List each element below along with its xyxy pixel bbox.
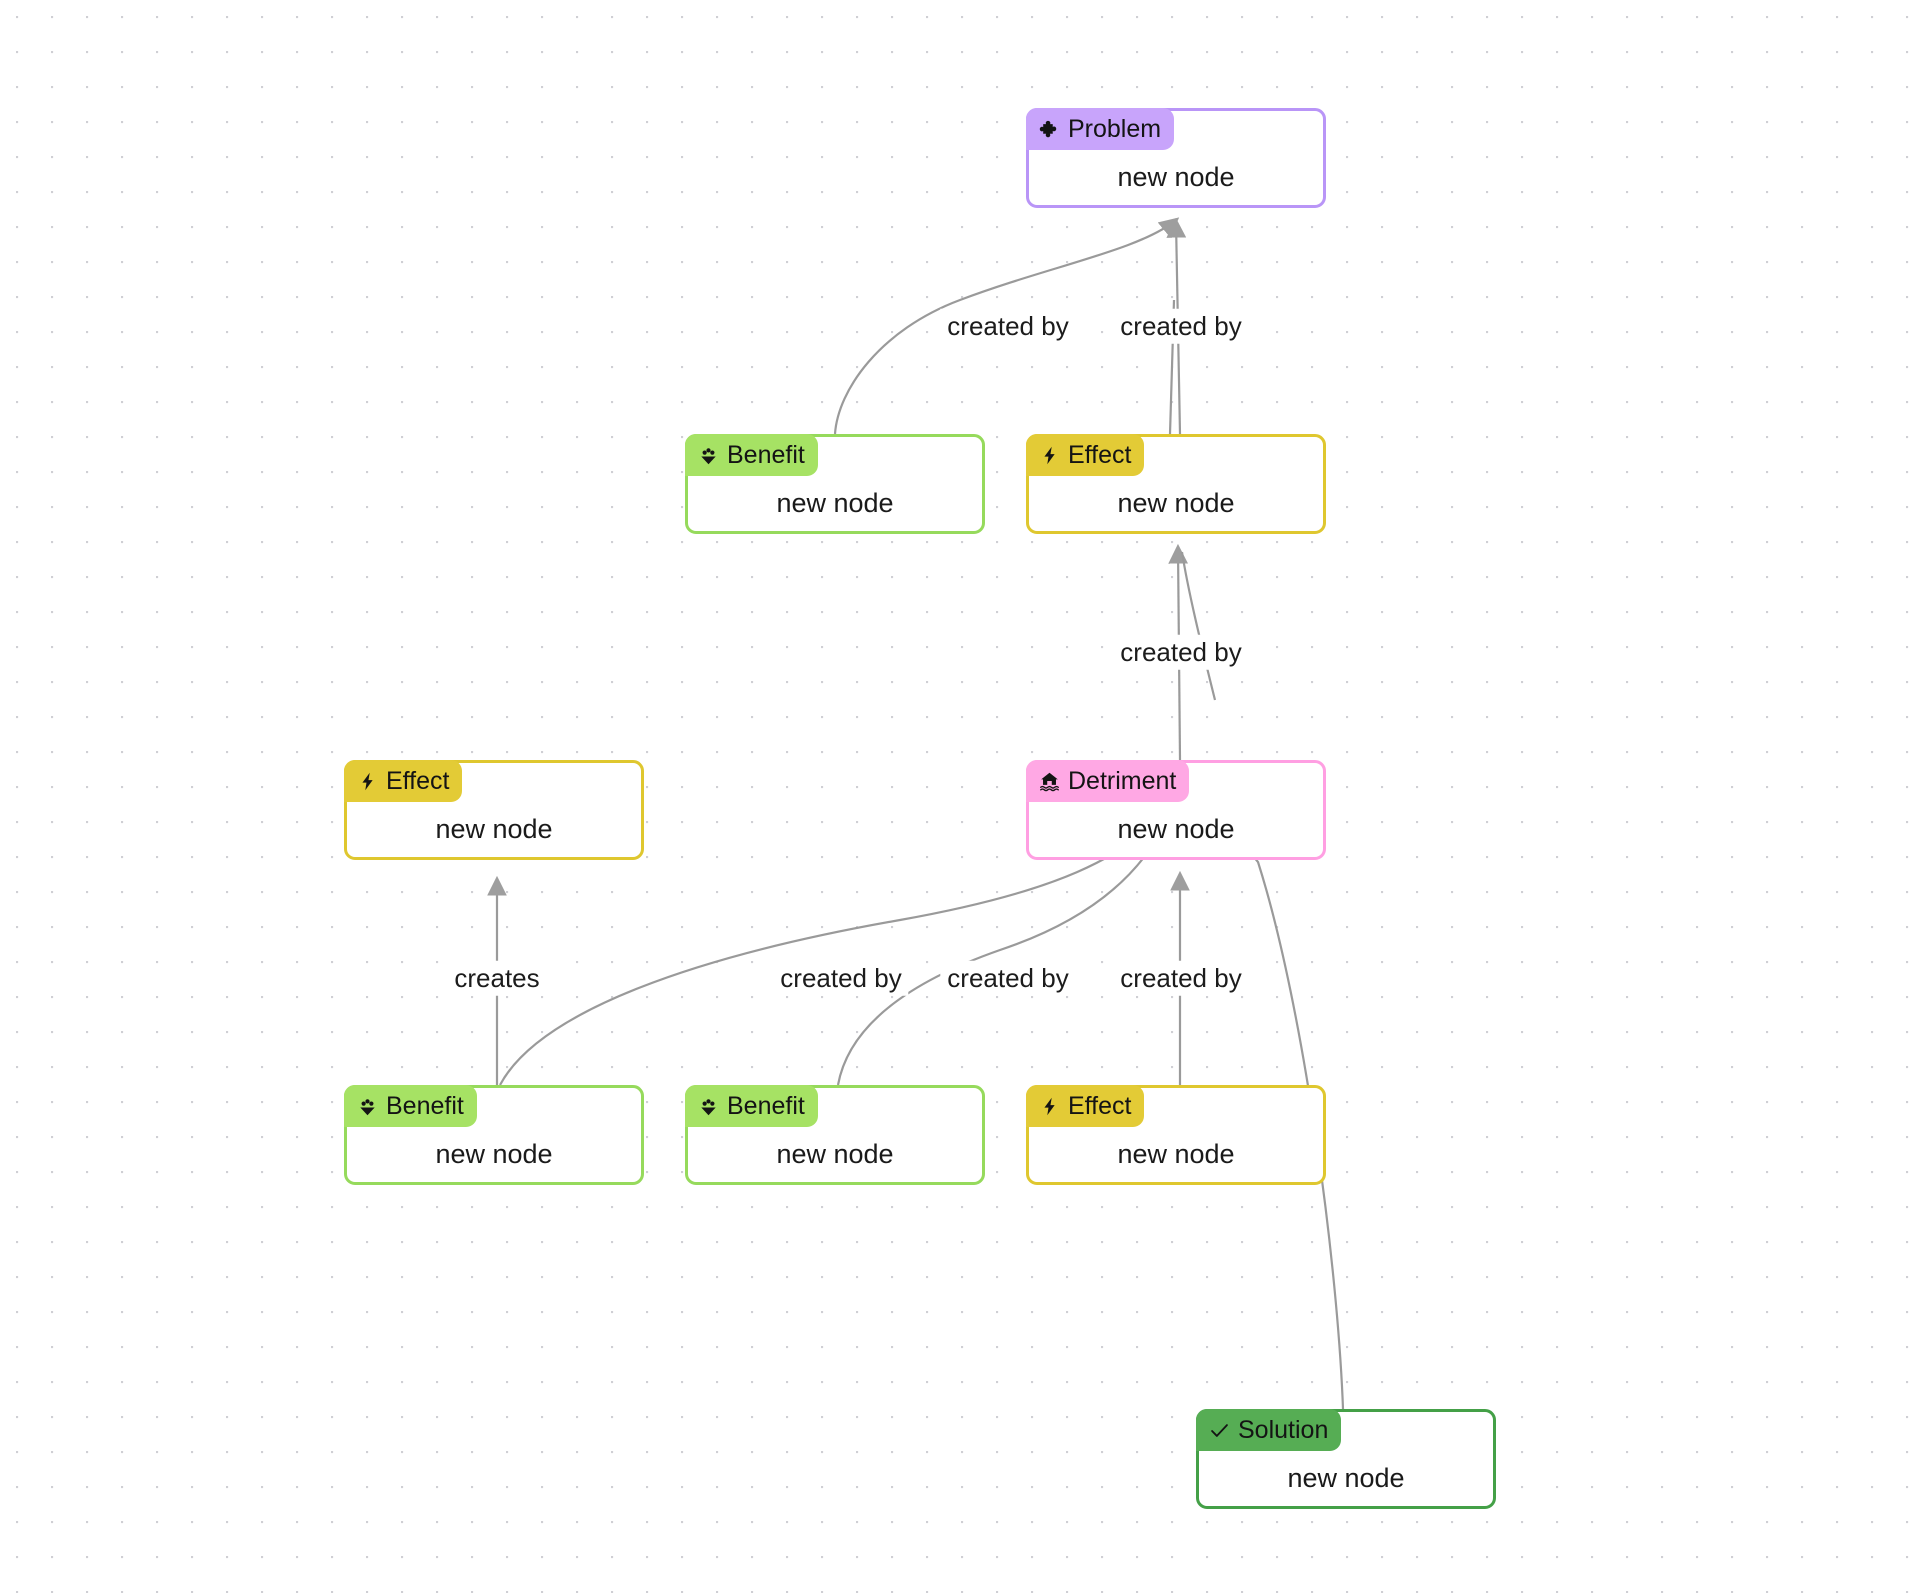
node-title[interactable]: new node (435, 813, 553, 844)
node-title[interactable]: new node (1117, 487, 1235, 518)
house-flood-icon (1038, 770, 1060, 792)
node-benefit-3[interactable]: Benefit new node (685, 1085, 985, 1185)
node-title[interactable]: new node (1117, 1138, 1235, 1169)
node-type-badge[interactable]: Benefit (685, 1085, 818, 1127)
node-type-label: Benefit (727, 1091, 805, 1120)
lightning-bolt-icon (1038, 1095, 1060, 1117)
node-type-badge[interactable]: Effect (1026, 1085, 1145, 1127)
node-detriment-1[interactable]: Detriment new node (1026, 760, 1326, 860)
flower-icon (356, 1095, 378, 1117)
node-title[interactable]: new node (1287, 1462, 1405, 1493)
node-type-label: Benefit (386, 1091, 464, 1120)
node-title[interactable]: new node (435, 1138, 553, 1169)
edge-label-e6[interactable]: created by (940, 960, 1076, 996)
node-problem-1[interactable]: Problem new node (1026, 108, 1326, 208)
check-icon (1208, 1419, 1230, 1441)
node-type-label: Effect (1068, 1091, 1132, 1120)
node-title[interactable]: new node (776, 487, 894, 518)
node-type-badge[interactable]: Benefit (344, 1085, 477, 1127)
node-title[interactable]: new node (1117, 161, 1235, 192)
flower-icon (697, 444, 719, 466)
puzzle-piece-icon (1038, 118, 1060, 140)
node-effect-2[interactable]: Effect new node (344, 760, 644, 860)
node-effect-1[interactable]: Effect new node (1026, 434, 1326, 534)
flower-icon (697, 1095, 719, 1117)
node-solution-1[interactable]: Solution new node (1196, 1409, 1496, 1509)
node-type-badge[interactable]: Effect (1026, 434, 1145, 476)
lightning-bolt-icon (356, 770, 378, 792)
node-type-badge[interactable]: Benefit (685, 434, 818, 476)
node-type-label: Effect (386, 766, 450, 795)
node-benefit-2[interactable]: Benefit new node (344, 1085, 644, 1185)
node-type-badge[interactable]: Effect (344, 760, 463, 802)
edge-detriment1-effect1-b (1180, 551, 1217, 701)
edge-label-e5[interactable]: created by (773, 960, 909, 996)
node-type-badge[interactable]: Solution (1196, 1409, 1342, 1451)
edge-label-e4[interactable]: creates (447, 960, 547, 996)
node-type-label: Problem (1068, 114, 1162, 143)
lightning-bolt-icon (1038, 444, 1060, 466)
node-type-label: Solution (1238, 1415, 1329, 1444)
edge-label-e7[interactable]: created by (1113, 960, 1249, 996)
node-title[interactable]: new node (776, 1138, 894, 1169)
node-type-badge[interactable]: Detriment (1026, 760, 1190, 802)
edge-label-e2[interactable]: created by (1113, 308, 1249, 344)
node-type-label: Benefit (727, 440, 805, 469)
node-type-label: Detriment (1068, 766, 1177, 795)
node-title[interactable]: new node (1117, 813, 1235, 844)
node-type-label: Effect (1068, 440, 1132, 469)
node-benefit-1[interactable]: Benefit new node (685, 434, 985, 534)
edge-label-e3[interactable]: created by (1113, 634, 1249, 670)
edge-label-e1[interactable]: created by (940, 308, 1076, 344)
node-effect-3[interactable]: Effect new node (1026, 1085, 1326, 1185)
node-type-badge[interactable]: Problem (1026, 108, 1175, 150)
